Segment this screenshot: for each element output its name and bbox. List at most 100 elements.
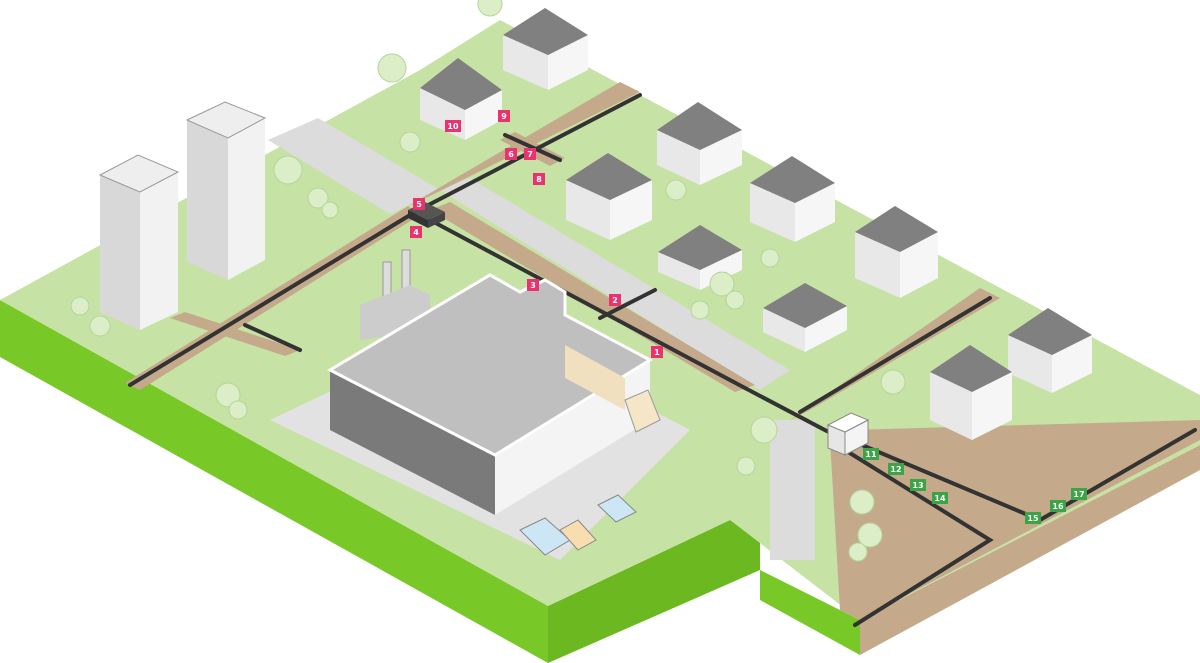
house-side [548,35,588,90]
pipe-branch-2 [598,288,657,320]
road-left-upper [268,118,440,214]
truck-cargo [624,389,661,433]
tree [848,542,868,562]
house-side [1052,335,1092,393]
road-vertical-lower [770,420,815,560]
marker-green-16-box [1050,500,1066,512]
pipe-left [128,210,417,387]
junction-box-front [408,210,428,228]
marker-red-8-label: 8 [536,175,542,184]
marker-red-10: 10 [445,120,461,132]
marker-green-11: 11 [863,448,879,460]
marker-red-1: 1 [651,346,663,358]
pipe-right-feed [743,386,842,440]
vehicles [519,389,661,556]
marker-green-16-label: 16 [1052,502,1064,511]
marker-green-14-label: 14 [934,494,946,503]
tower-right-roof [185,101,267,139]
house-front [930,372,972,440]
tree [849,489,875,515]
marker-red-10-label: 10 [447,122,459,131]
marker-red-5-label: 5 [416,200,422,209]
house-roof [750,156,835,203]
marker-red-7-box [524,148,536,160]
marker-red-5: 5 [413,198,425,210]
house-roof [503,8,588,55]
tower-right-side [228,118,265,280]
house [763,283,847,352]
grass-side-mid [548,520,760,663]
factory-wall-front [330,370,495,515]
marker-green-15: 15 [1025,512,1041,524]
tree [399,131,421,153]
tree [477,0,503,17]
pipes [128,93,1197,627]
marker-red-2: 2 [609,294,621,306]
marker-red-6-box [505,148,517,160]
house-roof [930,345,1012,392]
house [503,8,588,90]
marker-red-9-label: 9 [501,112,507,121]
factory [326,249,654,515]
house-roof [420,58,502,110]
house [566,153,652,240]
marker-red-10-box [445,120,461,132]
tree [709,271,735,297]
house-roof [855,206,938,252]
marker-red-7-label: 7 [527,150,533,159]
marker-red-1-label: 1 [654,348,660,357]
marker-green-12: 12 [888,463,904,475]
trench-branch-left [170,312,300,356]
tree [736,456,756,476]
cabinet-top [826,412,870,433]
marker-green-13-box [910,479,926,491]
apartment-tower-right [185,101,267,280]
marker-red-1-box [651,346,663,358]
house [855,206,938,298]
tower-left-roof [98,154,180,193]
marker-red-3-box [527,279,539,291]
marker-red-4-label: 4 [413,228,419,237]
pipe-branch-mid [503,133,562,162]
marker-green-15-label: 15 [1027,514,1039,523]
marker-red-2-label: 2 [612,296,618,305]
house-roof [657,102,742,150]
tree [215,382,241,408]
tower-left-front [100,175,140,330]
green-markers: 11 12 13 14 15 16 17 [863,448,1087,524]
tree [377,53,407,83]
tree [307,187,329,209]
house-roof [658,225,742,270]
house [1008,308,1092,393]
marker-green-17-box [1071,488,1087,500]
pipe-right-upper [798,296,992,414]
tree [273,155,303,185]
marker-green-13-label: 13 [912,481,923,490]
marker-green-11-label: 11 [865,450,877,459]
apartment-tower-left [98,154,180,330]
marker-green-14: 14 [932,492,948,504]
tree [750,416,778,444]
marker-green-13: 13 [910,479,926,491]
car-blue [597,494,637,523]
marker-green-11-box [863,448,879,460]
house-roof [566,153,652,200]
house [750,156,835,242]
marker-green-12-box [888,463,904,475]
distribution-cabinet [826,412,870,456]
marker-green-12-label: 12 [890,465,901,474]
car-orange [559,519,597,551]
marker-red-9: 9 [498,110,510,122]
house-front [750,183,795,242]
marker-red-5-box [413,198,425,210]
house-side [795,183,835,242]
marker-red-2-box [609,294,621,306]
house-side [972,372,1012,440]
marker-green-16: 16 [1050,500,1066,512]
trench-diagonal [430,202,755,392]
tree [857,522,883,548]
house-side [900,232,938,298]
marker-green-17: 17 [1071,488,1087,500]
grass-side-right [760,570,860,655]
marker-green-14-box [932,492,948,504]
